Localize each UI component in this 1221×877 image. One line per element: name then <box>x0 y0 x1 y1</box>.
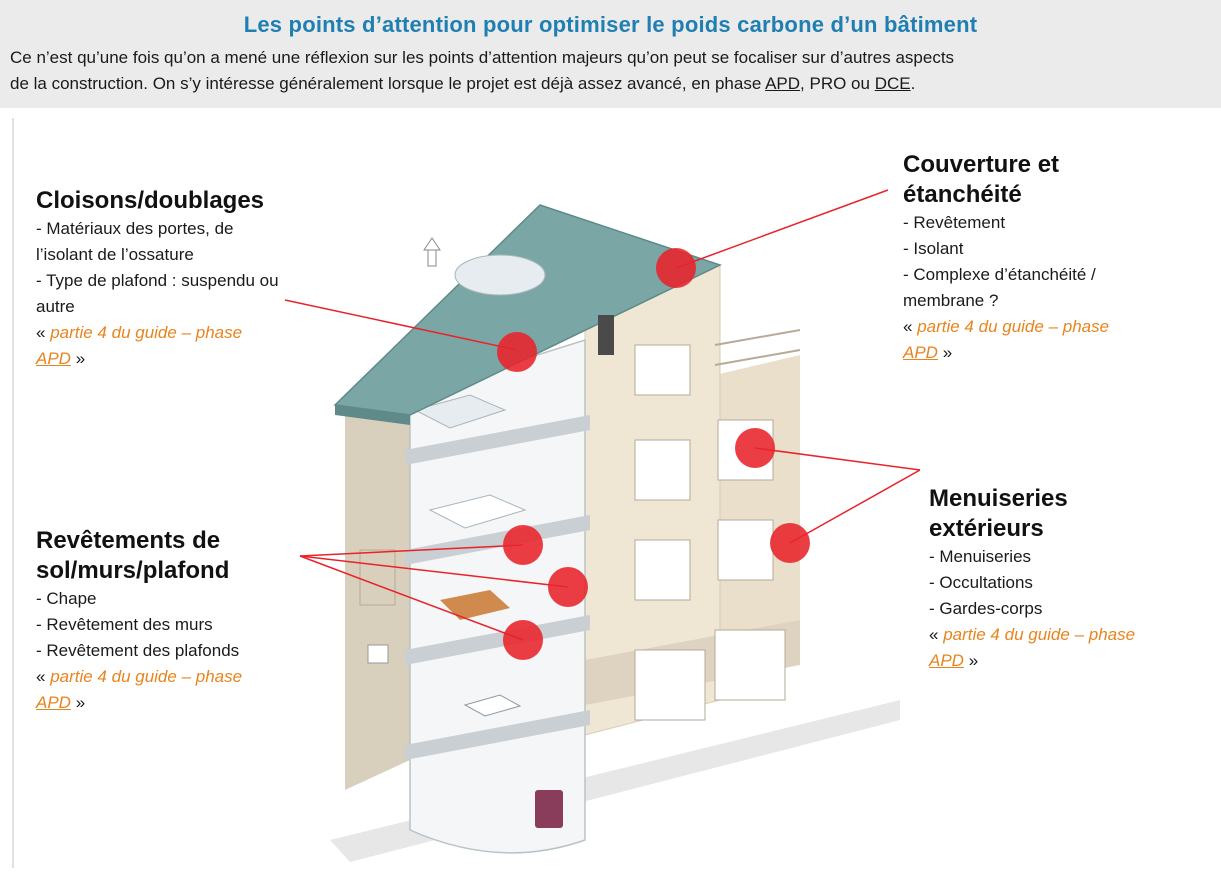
guide-reference-apd: APD <box>929 651 964 670</box>
quote-close: » <box>963 651 979 670</box>
heat-pump-icon <box>367 644 389 664</box>
attic-skylight <box>454 254 546 296</box>
callout-revetements-item: - Revêtement des plafonds <box>36 641 240 660</box>
sofa <box>440 590 510 620</box>
desk <box>463 694 522 717</box>
callout-couverture-reference-2: APD » <box>903 340 1203 366</box>
callout-revetements-title-1: Revêtements de <box>36 527 221 554</box>
guide-reference-apd: APD <box>36 349 71 368</box>
intro-dce: DCE <box>874 74 911 93</box>
intro-pro: PRO <box>809 74 847 93</box>
left-divider <box>12 118 14 868</box>
callout-menuiseries-reference: « partie 4 du guide – phase <box>929 622 1219 648</box>
guide-reference-apd: APD <box>36 693 71 712</box>
callout-cloisons-item: l’isolant de l’ossature <box>36 245 194 264</box>
callout-menuiseries-item: - Menuiseries <box>929 547 1032 566</box>
floor-slab-1 <box>405 415 590 465</box>
callout-cloisons-reference: « partie 4 du guide – phase <box>36 320 376 346</box>
balcony-railing <box>714 329 801 366</box>
callout-line-revetements-1 <box>299 544 524 557</box>
callout-line-revetements-3 <box>299 555 524 641</box>
callout-cloisons-reference-2: APD » <box>36 346 376 372</box>
callout-revetements-item: - Chape <box>36 589 97 608</box>
quote-close: » <box>937 343 953 362</box>
side-window <box>359 549 396 606</box>
callout-cloisons: Cloisons/doublages - Matériaux des porte… <box>36 186 376 372</box>
callout-menuiseries-title-1: Menuiseries <box>929 485 1068 512</box>
quote-open: « <box>903 317 918 336</box>
callout-menuiseries-item: - Gardes-corps <box>929 599 1043 618</box>
callout-couverture-reference: « partie 4 du guide – phase <box>903 314 1203 340</box>
hotspot-window-lower <box>770 523 810 563</box>
floor-slab-2 <box>405 515 590 565</box>
callout-revetements-title-2: sol/murs/plafond <box>36 557 230 584</box>
quote-open: « <box>929 625 944 644</box>
hotspot-roof <box>656 248 696 288</box>
callout-cloisons-title: Cloisons/doublages <box>36 187 265 214</box>
guide-reference: partie 4 du guide – phase <box>943 625 1136 644</box>
boiler-icon <box>535 790 563 828</box>
callout-couverture-item: - Revêtement <box>903 213 1006 232</box>
guide-reference: partie 4 du guide – phase <box>50 667 243 686</box>
callout-menuiseries-title-2: extérieurs <box>929 515 1044 542</box>
callout-revetements: Revêtements de sol/murs/plafond - Chape … <box>36 526 336 716</box>
guide-reference: partie 4 du guide – phase <box>50 323 243 342</box>
intro-separator-2: ou <box>846 74 875 93</box>
quote-close: » <box>70 693 86 712</box>
intro-line-2-text: de la construction. On s’y intéresse gén… <box>10 74 766 93</box>
floor-slab-4 <box>405 710 590 760</box>
intro-line-2: de la construction. On s’y intéresse gén… <box>10 74 915 94</box>
callout-lines <box>284 189 921 641</box>
callout-revetements-item: - Revêtement des murs <box>36 615 213 634</box>
callout-cloisons-item: - Matériaux des portes, de <box>36 219 234 238</box>
callout-couverture-title-2: étanchéité <box>903 181 1022 208</box>
ventilation-unit-icon <box>598 315 614 355</box>
callout-line-cloisons <box>284 299 518 351</box>
callout-menuiseries-reference-2: APD » <box>929 648 1219 674</box>
callout-couverture-item: membrane ? <box>903 291 999 310</box>
facade-windows <box>634 344 786 721</box>
callout-line-revetements-2 <box>299 555 569 588</box>
callout-revetements-reference-2: APD » <box>36 690 336 716</box>
intro-separator-1: , <box>800 74 810 93</box>
callout-cloisons-item: - Type de plafond : suspendu ou <box>36 271 279 290</box>
bed-attic <box>413 394 507 429</box>
guide-reference: partie 4 du guide – phase <box>917 317 1110 336</box>
callout-couverture-item: - Isolant <box>903 239 964 258</box>
callout-line-menuiseries-2 <box>789 469 921 544</box>
hotspot-floor-1 <box>503 525 543 565</box>
page-title: Les points d’attention pour optimiser le… <box>243 12 978 37</box>
callout-revetements-reference: « partie 4 du guide – phase <box>36 664 336 690</box>
callout-menuiseries-item: - Occultations <box>929 573 1033 592</box>
callout-cloisons-item: autre <box>36 297 75 316</box>
callout-menuiseries: Menuiseries extérieurs - Menuiseries - O… <box>929 484 1219 674</box>
callout-line-couverture <box>675 189 889 269</box>
callout-line-menuiseries-1 <box>754 447 921 471</box>
guide-reference-apd: APD <box>903 343 938 362</box>
hotspot-floor-2 <box>548 567 588 607</box>
bed-mid <box>428 494 527 529</box>
header-panel: Les points d’attention pour optimiser le… <box>0 0 1221 108</box>
floor-slab-3 <box>405 615 590 665</box>
quote-open: « <box>36 323 51 342</box>
hotspot-floor-3 <box>503 620 543 660</box>
callout-couverture-title-1: Couverture et <box>903 151 1060 178</box>
intro-line-1: Ce n’est qu’une fois qu’on a mené une ré… <box>10 48 955 67</box>
chimney-arrow-icon <box>423 237 441 267</box>
hotspot-attic <box>497 332 537 372</box>
intro-end: . <box>910 74 916 93</box>
intro-apd: APD <box>765 74 801 93</box>
roof-edge <box>335 405 410 425</box>
hotspots <box>497 248 810 660</box>
callout-couverture-item: - Complexe d’étanchéité / <box>903 265 1096 284</box>
callout-couverture: Couverture et étanchéité - Revêtement - … <box>903 150 1203 366</box>
quote-open: « <box>36 667 51 686</box>
quote-close: » <box>70 349 86 368</box>
hotspot-window-upper <box>735 428 775 468</box>
